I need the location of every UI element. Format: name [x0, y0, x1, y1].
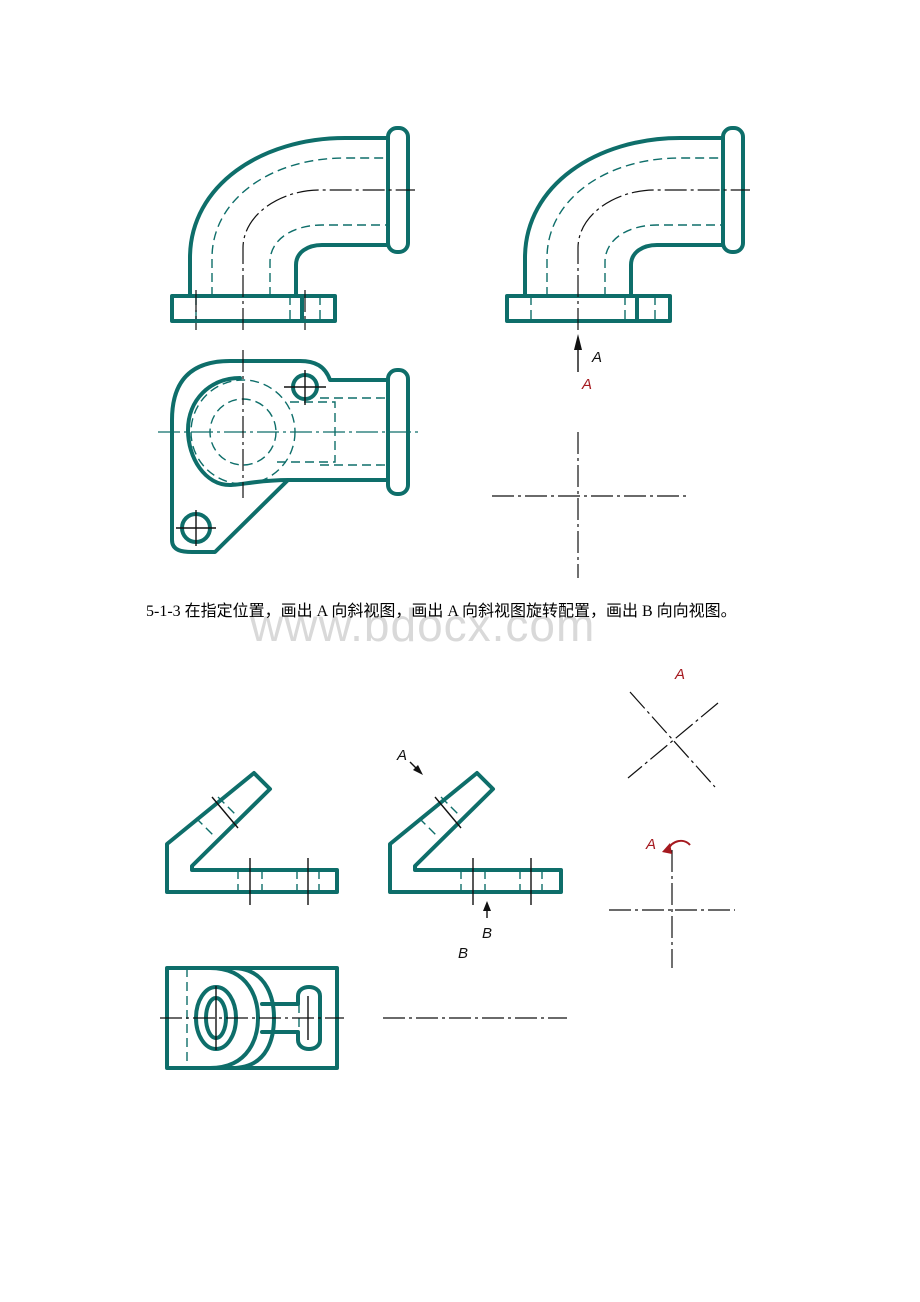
elbow-front-view-with-arrow [505, 126, 750, 372]
fig2-arrow-b-label: B [482, 925, 492, 942]
elbow-top-view [158, 350, 420, 554]
exercise-caption: 5-1-3 在指定位置，画出 A 向斜视图，画出 A 向斜视图旋转配置，画出 B… [146, 603, 737, 620]
fig1-view-a-label: A [581, 376, 592, 393]
fig2-view-a-label: A [674, 666, 685, 683]
bent-part-top-view [160, 966, 344, 1070]
fig2-view-b-label: B [458, 945, 468, 962]
fig1-arrow-a-label: A [591, 349, 602, 366]
bent-part-front-view-with-arrows [383, 761, 567, 1019]
fig2-oblique-view-centerlines [627, 691, 719, 788]
fig2-rotated-view-centerlines [609, 839, 735, 968]
watermark: www.bdocx.com [250, 599, 596, 651]
fig2-arrow-a-label: A [396, 747, 407, 764]
fig1-answer-centerlines [492, 432, 690, 578]
elbow-front-view [170, 126, 415, 330]
bent-part-front-view [165, 771, 339, 905]
fig2-view-a-rotated-label: A [645, 836, 656, 853]
